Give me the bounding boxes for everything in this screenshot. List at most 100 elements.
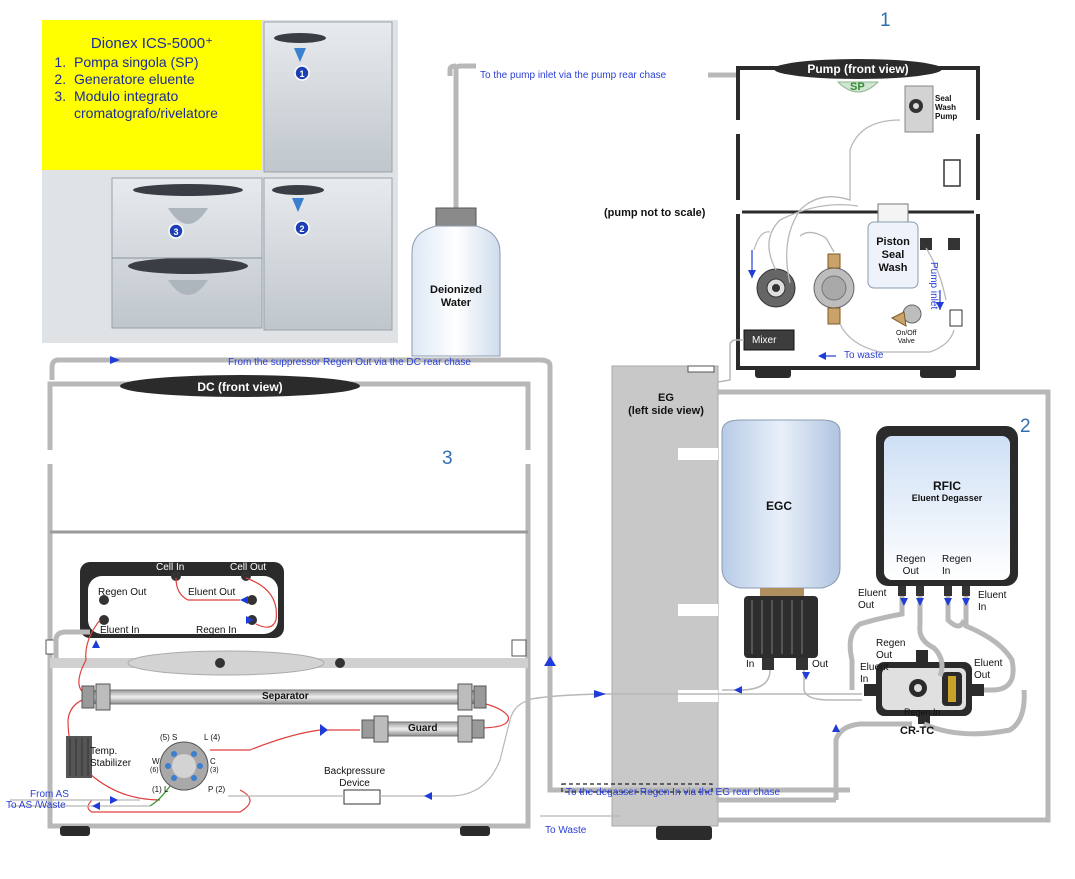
regen-in-label: Regen In — [196, 625, 237, 636]
water-label-line: Deionized — [430, 284, 482, 296]
section-number-3: 3 — [442, 448, 453, 469]
photo-badge-2: 2 — [294, 220, 310, 236]
rfic-regen-in-label: Regen In — [942, 554, 971, 578]
label-line: Out — [974, 670, 991, 681]
dc-module — [10, 375, 532, 836]
water-route-label: To the pump inlet via the pump rear chas… — [480, 70, 667, 81]
photo-badge-number: 1 — [299, 69, 304, 79]
temp-stabilizer-label: Temp. Stabilizer — [90, 746, 131, 770]
valve-port-c3: (3) — [210, 767, 219, 774]
legend-title: Dionex ICS-5000⁺ — [90, 35, 214, 52]
legend-item: Modulo integrato cromatografo/rivelatore — [70, 88, 262, 122]
mixer-label: Mixer — [752, 335, 777, 346]
legend-box: Dionex ICS-5000⁺ Pompa singola (SP) Gene… — [42, 20, 262, 170]
tube-water-to-pump — [453, 63, 463, 76]
label-line: Eluent — [860, 662, 889, 673]
label-line: Seal — [881, 249, 905, 261]
label-line: Device — [339, 778, 370, 789]
label-line: Eluent — [974, 658, 1003, 669]
dc-title: DC (front view) — [197, 380, 283, 394]
crtc-eluent-in-label: Eluent In — [860, 662, 888, 686]
eg-to-waste-label: To Waste — [545, 825, 587, 836]
label-line: In — [860, 674, 869, 685]
label-line: Eluent Degasser — [911, 493, 983, 503]
label-line: In — [978, 602, 987, 613]
cell-out-label: Cell Out — [230, 562, 267, 573]
label-line: Pump — [935, 112, 958, 121]
eg-module — [611, 365, 1051, 840]
egc-label: EGC — [766, 499, 793, 513]
label-line: (left side view) — [628, 405, 704, 417]
rfic-eluent-in-label: Eluent In — [978, 590, 1006, 614]
label-line: RFIC — [933, 479, 961, 493]
photo-badge-number: 3 — [173, 227, 178, 237]
crtc-regen-in-label: Regen In — [904, 707, 941, 717]
label-line: Out — [858, 600, 875, 611]
cell-in-label: Cell In — [156, 562, 185, 573]
pump-not-to-scale: (pump not to scale) — [604, 207, 706, 219]
egc-in-label: In — [746, 659, 755, 670]
water-label-line: Water — [440, 297, 472, 309]
crtc-eluent-out-label: Eluent Out — [974, 658, 1002, 682]
label-line: Stabilizer — [90, 758, 132, 769]
valve-port-w: W — [152, 757, 160, 766]
label-line: Regen — [876, 638, 906, 649]
guard-label: Guard — [408, 723, 438, 734]
separator-label: Separator — [262, 691, 309, 702]
rfic-regen-out-label: Regen Out — [896, 554, 925, 578]
pump-module — [734, 59, 982, 378]
regen-out-label: Regen Out — [98, 587, 147, 598]
label-line: Regen — [942, 554, 972, 565]
eluent-out-label: Eluent Out — [188, 587, 236, 598]
rfic-label: RFIC Eluent Degasser — [884, 480, 1010, 504]
label-line: Valve — [897, 338, 915, 345]
label-line: Wash — [878, 262, 908, 274]
label-line: EG — [658, 392, 674, 404]
label-line: In — [942, 566, 951, 577]
crtc-label: CR-TC — [900, 725, 935, 737]
rfic-eluent-out-label: Eluent Out — [858, 588, 886, 612]
section-number-1: 1 — [880, 10, 891, 31]
pump-to-waste-label: To waste — [844, 350, 884, 361]
piston-seal-wash-label: Piston Seal Wash — [868, 236, 918, 275]
sp-label: SP — [850, 81, 865, 93]
valve-port-l4: L (4) — [204, 733, 221, 742]
photo-badge-3: 3 — [168, 223, 184, 239]
label-line: Temp. — [90, 746, 118, 757]
valve-port-p2: P (2) — [208, 785, 226, 794]
eg-title: EG (left side view) — [614, 392, 718, 418]
valve-port-l1: (1) L — [152, 785, 169, 794]
onoff-valve-label: On/Off Valve — [896, 330, 917, 346]
photo-badge-number: 2 — [299, 224, 304, 234]
from-as-label: From AS — [30, 789, 69, 800]
to-as-waste-label: To AS /Waste — [6, 800, 66, 811]
label-line: Out — [902, 566, 919, 577]
backpressure-label: Backpressure Device — [324, 766, 385, 790]
label-line: Wash — [935, 103, 957, 112]
label-line: Out — [876, 650, 893, 661]
eluent-in-label: Eluent In — [100, 625, 140, 636]
degasser-route-label: To the degasser Regen In via the EG rear… — [566, 787, 781, 798]
valve-port-s: (5) S — [160, 733, 178, 742]
water-bottle-label: Deionized Water — [426, 284, 486, 310]
label-line: Regen — [896, 554, 926, 565]
legend-list: Pompa singola (SP) Generatore eluente Mo… — [42, 54, 262, 122]
label-line: On/Off — [896, 330, 917, 337]
label-line: Backpressure — [324, 766, 386, 777]
label-line: Piston — [876, 236, 910, 248]
valve-port-c: C — [210, 757, 216, 766]
legend-item: Generatore eluente — [70, 71, 262, 88]
seal-wash-pump-label: Seal Wash Pump — [935, 94, 957, 121]
egc-out-label: Out — [812, 659, 829, 670]
deionized-water-bottle — [411, 63, 501, 357]
section-number-2: 2 — [1020, 416, 1031, 437]
label-line: Eluent — [858, 588, 887, 599]
dc-route-label: From the suppressor Regen Out via the DC… — [228, 357, 471, 368]
pump-title: Pump (front view) — [807, 62, 909, 76]
legend-item: Pompa singola (SP) — [70, 54, 262, 71]
label-line: Eluent — [978, 590, 1007, 601]
crtc-regen-out-label: Regen Out — [876, 638, 905, 662]
valve-port-w6: (6) — [150, 767, 159, 774]
pump-inlet-label: Pump inlet — [928, 262, 939, 310]
